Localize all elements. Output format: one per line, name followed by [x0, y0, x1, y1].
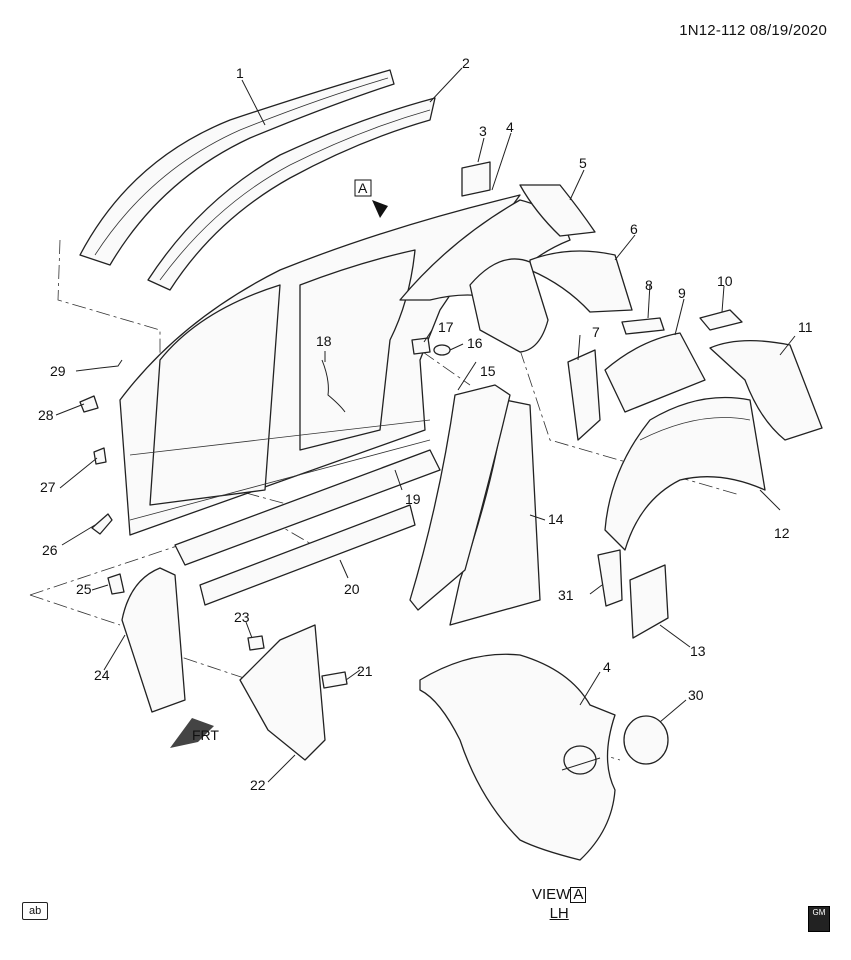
part-rocker [199, 504, 416, 606]
callout-16: 16 [467, 335, 483, 351]
gm-logo-text: GM [812, 908, 826, 917]
callout-2: 2 [462, 55, 470, 71]
part-21 [321, 671, 348, 689]
part-23 [247, 635, 265, 651]
part-6 [529, 250, 633, 313]
leader-lines [55, 67, 796, 783]
part-roof-rail-outer [79, 69, 395, 266]
part-30 [623, 715, 669, 765]
callout-14: 14 [548, 511, 564, 527]
part-5 [519, 184, 596, 237]
part-28 [79, 395, 99, 413]
view-box: A [570, 887, 587, 903]
part-wheelhouse-inner [604, 396, 766, 551]
part-7 [567, 349, 601, 441]
callout-4: 4 [506, 119, 514, 135]
callout-1: 1 [236, 65, 244, 81]
callout-21: 21 [357, 663, 373, 679]
callout-28: 28 [38, 407, 54, 423]
part-16 [433, 344, 451, 356]
part-31 [597, 549, 623, 607]
callout-11: 11 [798, 319, 813, 335]
view-a-detail [419, 653, 669, 861]
part-9 [604, 332, 706, 413]
callout-22: 22 [250, 777, 266, 793]
part-8 [621, 317, 665, 335]
part-27 [93, 447, 107, 465]
callout-5: 5 [579, 155, 587, 171]
diagram-code: 1N12-112 08/19/2020 [679, 22, 827, 39]
gm-logo: GM [808, 906, 830, 932]
part-18 [321, 359, 346, 413]
callout-27: 27 [40, 479, 56, 495]
ab-badge: ab [22, 902, 49, 920]
callout-17: 17 [438, 319, 454, 335]
part-hinge-pillar [121, 567, 186, 713]
part-b-pillar-outer [409, 384, 511, 611]
callout-8: 8 [645, 277, 653, 293]
callout-9: 9 [678, 285, 686, 301]
part-roof-rail-inner [147, 97, 436, 291]
callout-31: 31 [558, 587, 574, 603]
callout-25: 25 [76, 581, 92, 597]
part-wheelhouse-upper [469, 258, 549, 353]
callout-24: 24 [94, 667, 110, 683]
callout-4-view: 4 [603, 659, 611, 675]
part-29 [99, 359, 123, 369]
callout-7: 7 [592, 324, 600, 340]
part-hinge-pillar-inner [239, 624, 326, 761]
callout-18: 18 [316, 333, 332, 349]
callout-20: 20 [344, 581, 360, 597]
callout-15: 15 [480, 363, 496, 379]
callout-30: 30 [688, 687, 704, 703]
callout-6: 6 [630, 221, 638, 237]
callout-labels: 1 2 3 4 5 6 7 8 9 10 11 12 13 14 15 16 1… [38, 55, 813, 793]
part-10 [699, 309, 743, 331]
part-rocker-reinforcement [174, 449, 441, 566]
part-17 [411, 337, 431, 355]
callout-23: 23 [234, 609, 250, 625]
part-25 [107, 573, 125, 595]
callout-12: 12 [774, 525, 790, 541]
view-a-arrow: A [354, 179, 388, 218]
view-a-arrow-label: A [358, 180, 368, 196]
callout-19: 19 [405, 491, 421, 507]
callout-13: 13 [690, 643, 706, 659]
callout-10: 10 [717, 273, 733, 289]
callout-29: 29 [50, 363, 66, 379]
part-13 [629, 564, 669, 639]
part-patch [461, 161, 491, 197]
part-11 [709, 340, 823, 441]
frt-label: FRT [192, 727, 219, 743]
view-label: VIEW [532, 886, 571, 903]
callout-26: 26 [42, 542, 58, 558]
callout-3: 3 [479, 123, 487, 139]
part-26 [91, 513, 113, 535]
frt-arrow: FRT [170, 718, 219, 748]
side-label: LH [549, 905, 569, 922]
